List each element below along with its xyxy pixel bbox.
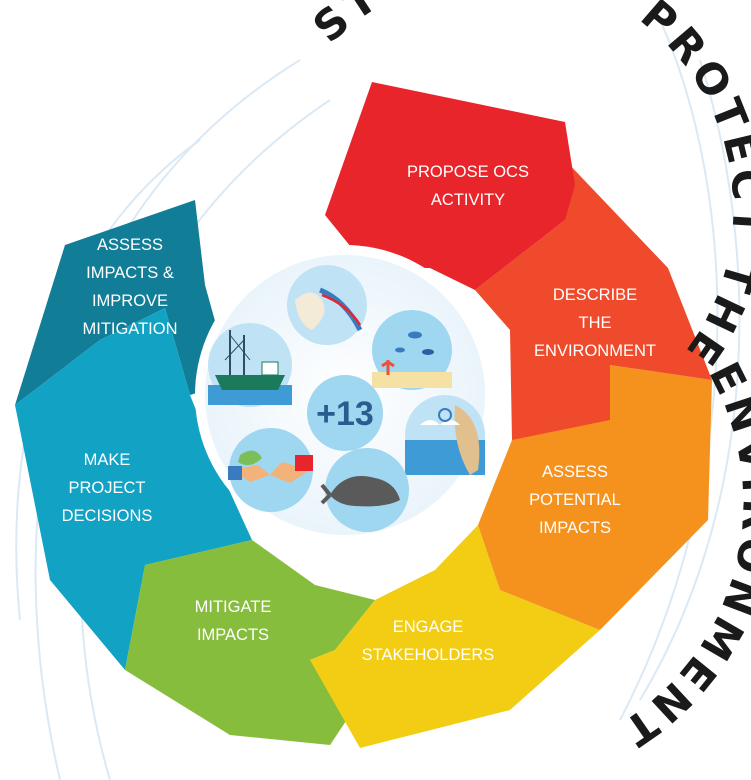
label-decisions: MAKE PROJECT DECISIONS xyxy=(62,451,153,525)
segment-assess-improve[interactable] xyxy=(15,200,232,405)
marine-life-icon[interactable] xyxy=(372,310,452,390)
segment-label-line: IMPACTS xyxy=(539,519,611,537)
segment-engage[interactable] xyxy=(310,525,600,748)
segment-label-line: MAKE xyxy=(84,451,131,469)
count-label: +13 xyxy=(316,395,374,433)
segment-label-line: POTENTIAL xyxy=(529,491,621,509)
segment-label-line: ACTIVITY xyxy=(431,191,505,209)
label-describe: DESCRIBE THE ENVIRONMENT xyxy=(534,286,656,360)
segment-label-line: THE xyxy=(579,314,612,332)
weather-icon[interactable] xyxy=(405,395,485,475)
label-engage: ENGAGE STAKEHOLDERS xyxy=(362,618,495,664)
segment-label-line: DESCRIBE xyxy=(553,286,637,304)
label-mitigate: MITIGATE IMPACTS xyxy=(195,598,272,644)
center-icons: +13 xyxy=(208,265,485,532)
segment-mitigate[interactable] xyxy=(125,540,375,745)
segment-label-line: MITIGATION xyxy=(82,320,177,338)
segment-label-line: IMPACTS & xyxy=(86,264,174,282)
segment-label-line: IMPACTS xyxy=(197,626,269,644)
segment-label-line: DECISIONS xyxy=(62,507,153,525)
segment-label-line: STAKEHOLDERS xyxy=(362,646,495,664)
label-assess-improve: ASSESS IMPACTS & IMPROVE MITIGATION xyxy=(82,236,177,338)
segment-labels: PROPOSE OCS ACTIVITY DESCRIBE THE ENVIRONME… xyxy=(62,163,656,664)
cycle-segments xyxy=(15,82,712,748)
segment-label-line: MITIGATE xyxy=(195,598,272,616)
segment-label-line: IMPROVE xyxy=(92,292,168,310)
fishing-boat-icon[interactable] xyxy=(208,323,292,407)
segment-describe[interactable] xyxy=(475,160,712,440)
segment-label-line: PROPOSE OCS xyxy=(407,163,529,181)
count-badge[interactable]: +13 xyxy=(307,375,383,451)
segment-label-line: ENVIRONMENT xyxy=(534,342,656,360)
segment-label-line: PROJECT xyxy=(68,479,145,497)
segment-label-line: ASSESS xyxy=(542,463,608,481)
segment-label-line: ASSESS xyxy=(97,236,163,254)
label-assess-potential: ASSESS POTENTIAL IMPACTS xyxy=(529,463,621,537)
whale-icon[interactable] xyxy=(320,448,409,532)
map-icon[interactable] xyxy=(287,265,367,345)
segment-label-line: ENGAGE xyxy=(393,618,464,636)
label-propose: PROPOSE OCS ACTIVITY xyxy=(407,163,529,209)
segment-propose[interactable] xyxy=(325,82,575,290)
handshake-icon[interactable] xyxy=(228,428,313,512)
segment-decisions[interactable] xyxy=(15,308,252,670)
